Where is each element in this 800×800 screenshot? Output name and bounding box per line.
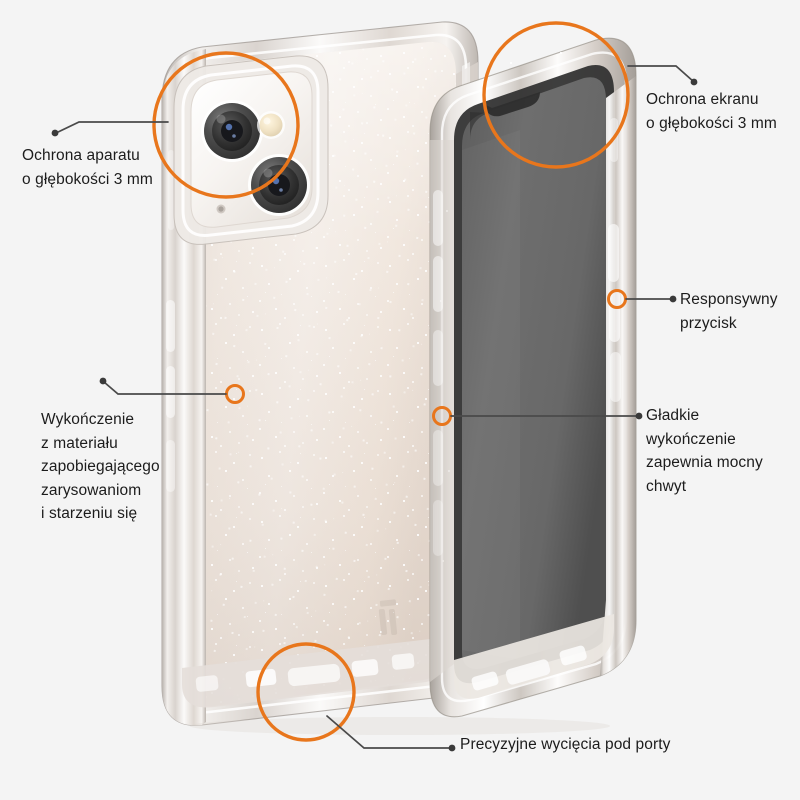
- phone-front-view: [429, 37, 637, 718]
- callout-screen-protection-label: Ochrona ekranu o głębokości 3 mm: [646, 91, 777, 132]
- case-bottom-cutouts-right: [454, 614, 614, 699]
- callout-precise-port-cutouts-label: Precyzyjne wycięcia pod porty: [460, 736, 671, 753]
- brand-mark: [378, 599, 398, 636]
- callout-responsive-button-label: Responsywny przycisk: [680, 291, 778, 332]
- callout-smooth-finish-grip-label: Gładkie wykończenie zapewnia mocny chwyt: [646, 407, 763, 495]
- callout-camera-protection-label: Ochrona aparatu o głębokości 3 mm: [22, 147, 153, 188]
- callout-scratch-resistant-material-label: Wykończenie z materiału zapobiegającego …: [41, 411, 160, 523]
